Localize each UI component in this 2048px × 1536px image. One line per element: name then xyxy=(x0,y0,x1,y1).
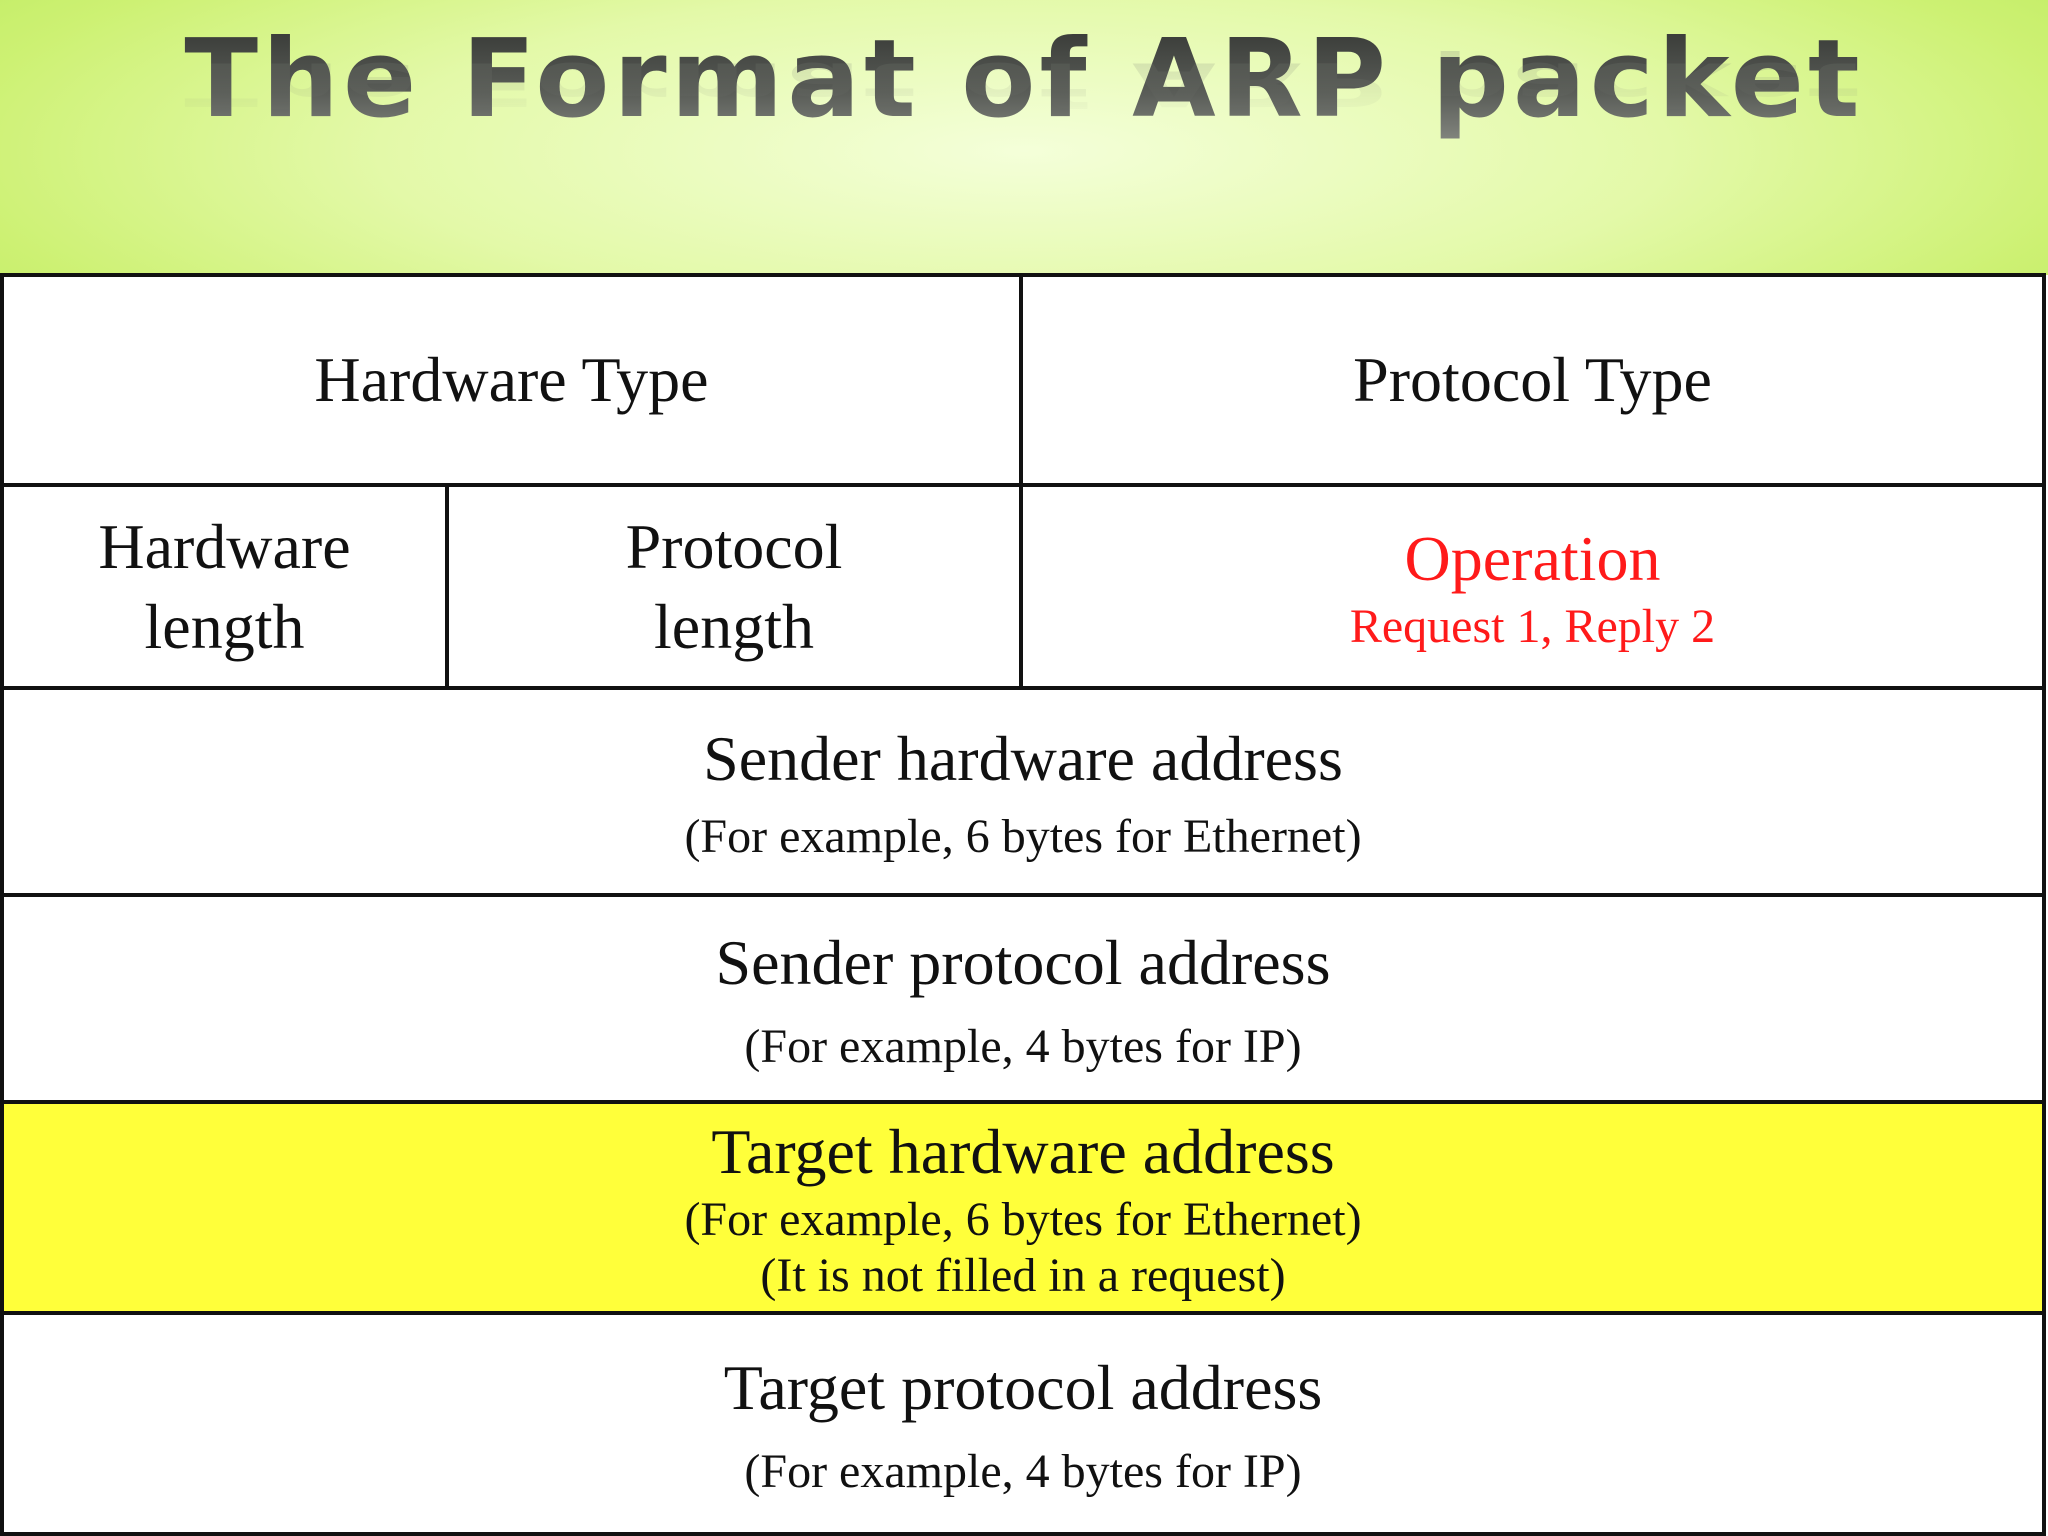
slide-title: The Format of ARP packet xyxy=(0,10,2048,150)
field-hardware-length-line2: length xyxy=(144,590,305,662)
field-target-hardware-address-label: Target hardware address xyxy=(711,1115,1335,1187)
field-protocol-length-line1: Protocol xyxy=(625,510,843,582)
field-operation: Operation Request 1, Reply 2 xyxy=(1019,483,2046,690)
field-protocol-type: Protocol Type xyxy=(1019,273,2046,487)
field-hardware-length-line1: Hardware xyxy=(98,510,351,582)
field-protocol-length-line2: length xyxy=(654,590,814,662)
slide-header xyxy=(0,0,2048,275)
field-target-protocol-address-label: Target protocol address xyxy=(723,1351,1323,1423)
field-sender-hardware-address-note: (For example, 6 bytes for Ethernet) xyxy=(684,809,1362,863)
field-target-protocol-address-note: (For example, 4 bytes for IP) xyxy=(744,1444,1302,1498)
field-sender-protocol-address-label: Sender protocol address xyxy=(715,926,1331,998)
field-operation-label: Operation xyxy=(1404,522,1661,594)
slide-title-reflection: The Format of ARP packet xyxy=(184,49,1864,119)
field-sender-hardware-address: Sender hardware address (For example, 6 … xyxy=(0,686,2046,897)
field-sender-protocol-address-note: (For example, 4 bytes for IP) xyxy=(744,1019,1302,1073)
field-sender-hardware-address-label: Sender hardware address xyxy=(703,722,1343,794)
field-target-hardware-address-note: (For example, 6 bytes for Ethernet) xyxy=(684,1192,1362,1246)
field-hardware-length: Hardware length xyxy=(0,483,449,690)
field-target-hardware-address-note2: (It is not filled in a request) xyxy=(760,1248,1286,1302)
field-protocol-length: Protocol length xyxy=(445,483,1023,690)
field-protocol-type-label: Protocol Type xyxy=(1353,344,1712,415)
arp-packet-table: Hardware Type Protocol Type Hardware len… xyxy=(0,273,2046,1536)
field-operation-detail: Request 1, Reply 2 xyxy=(1349,599,1716,653)
field-target-hardware-address: Target hardware address (For example, 6 … xyxy=(0,1100,2046,1315)
field-sender-protocol-address: Sender protocol address (For example, 4 … xyxy=(0,893,2046,1104)
field-target-protocol-address: Target protocol address (For example, 4 … xyxy=(0,1311,2046,1536)
field-hardware-type-label: Hardware Type xyxy=(314,344,709,415)
field-hardware-type: Hardware Type xyxy=(0,273,1023,487)
